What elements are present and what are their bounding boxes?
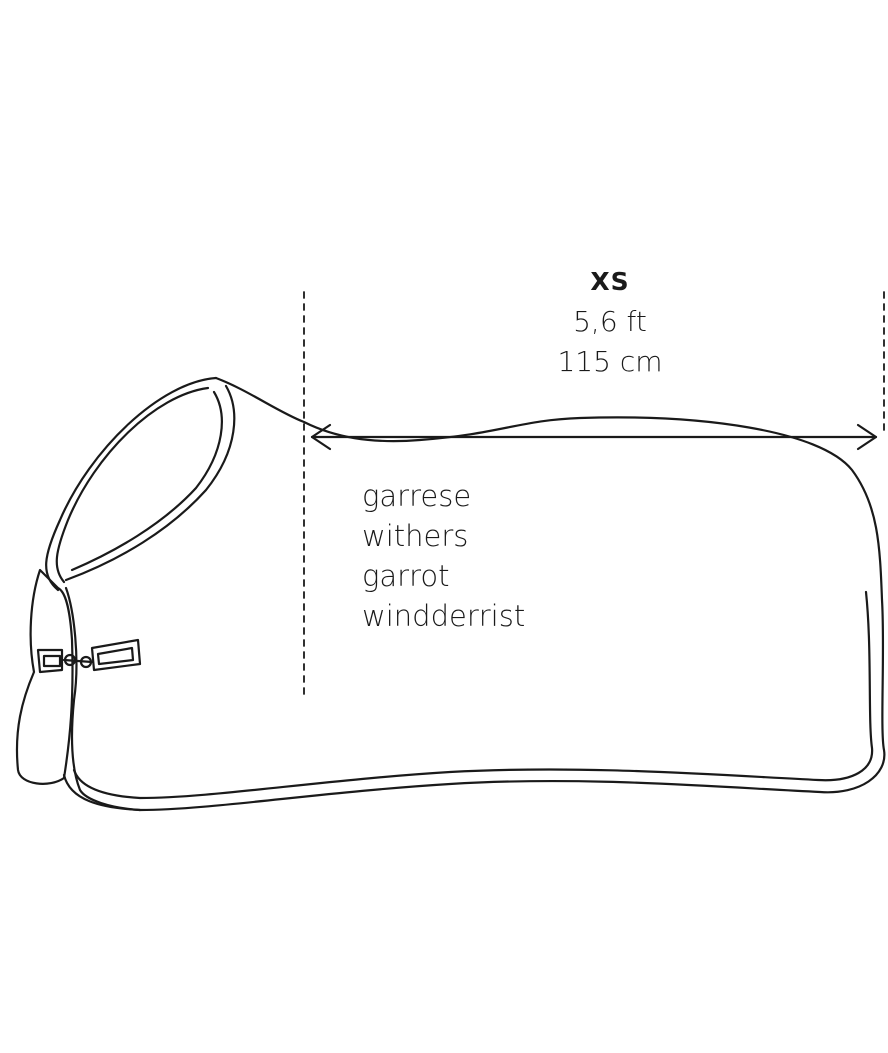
length-ft: 5,6 ft bbox=[573, 305, 647, 338]
horse-rug-outline bbox=[15, 376, 886, 812]
size-measurement: XS 5,6 ft 115 cm bbox=[510, 262, 710, 382]
size-code: XS bbox=[590, 267, 630, 296]
withers-label-en: withers bbox=[362, 519, 469, 553]
length-cm: 115 cm bbox=[557, 345, 663, 378]
withers-label-fr: garrot bbox=[362, 559, 450, 593]
withers-label-nl: windderrist bbox=[362, 599, 526, 633]
withers-label-list: garrese withers garrot windderrist bbox=[362, 476, 525, 636]
front-buckle bbox=[36, 638, 142, 674]
length-arrow bbox=[310, 423, 878, 451]
withers-label-it: garrese bbox=[362, 479, 472, 513]
